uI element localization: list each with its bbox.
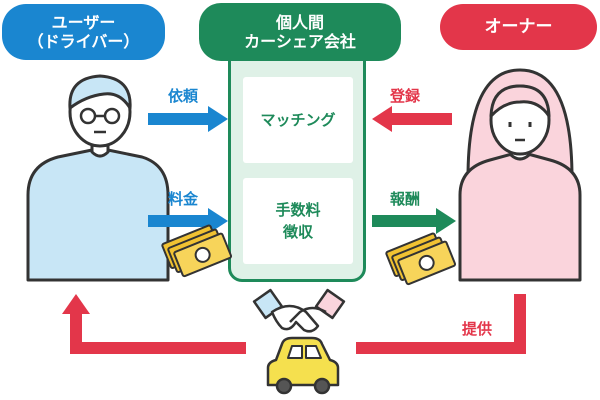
request-label: 依頼	[168, 87, 199, 105]
fee-arrow	[148, 208, 228, 234]
fee-label: 料金	[168, 190, 199, 208]
request-arrow	[148, 106, 228, 132]
car-icon	[266, 336, 340, 395]
matching-box: マッチング	[243, 77, 353, 163]
fee-collection-box: 手数料 徴収	[243, 178, 353, 264]
register-label: 登録	[390, 87, 421, 105]
company-pill: 個人間 カーシェア会社	[199, 3, 401, 61]
handshake-icon	[252, 288, 346, 333]
fee-label-line2: 徴収	[282, 223, 313, 241]
user-label-line1: ユーザー	[51, 12, 116, 32]
provide-flow-from-owner	[356, 294, 526, 354]
service-flow-to-user	[62, 294, 246, 354]
register-arrow	[372, 106, 452, 132]
reward-label: 報酬	[390, 190, 421, 208]
owner-figure-icon	[458, 68, 582, 282]
money-icon	[161, 224, 233, 278]
owner-label: オーナー	[484, 16, 553, 37]
money-icon	[385, 232, 457, 286]
fee-label-line1: 手数料	[275, 200, 321, 219]
company-label-line2: カーシェア会社	[244, 32, 356, 51]
user-driver-pill: ユーザー （ドライバー）	[2, 4, 165, 60]
matching-label: マッチング	[260, 110, 336, 129]
owner-pill: オーナー	[440, 4, 597, 50]
user-figure-icon	[26, 74, 170, 282]
company-label-line1: 個人間	[275, 12, 324, 32]
reward-arrow	[372, 208, 456, 234]
user-label-line2: （ドライバー）	[27, 32, 140, 51]
provide-label: 提供	[462, 320, 493, 338]
